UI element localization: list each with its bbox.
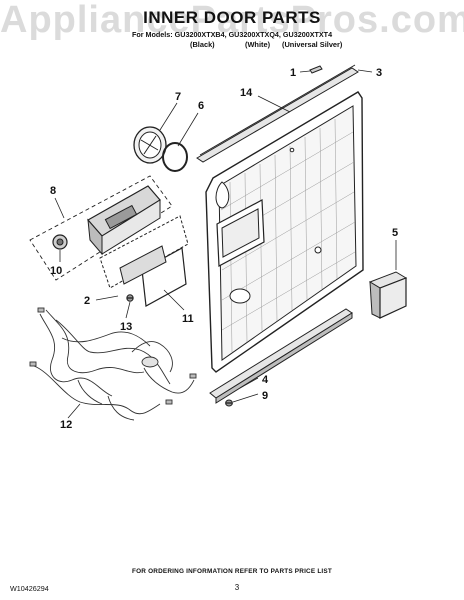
part-4-bottom-strip (209, 308, 353, 404)
callout-11: 11 (182, 313, 194, 325)
part-12-wire-harness (29, 307, 197, 421)
callout-8: 8 (50, 185, 56, 197)
ordering-note: FOR ORDERING INFORMATION REFER TO PARTS … (132, 568, 332, 575)
color-label-silver: (Universal Silver) (282, 40, 343, 49)
callout-10: 10 (50, 265, 62, 277)
part-11-panel (99, 215, 189, 307)
callout-3: 3 (376, 67, 382, 79)
part-6-ring-gasket (162, 142, 188, 172)
model-list: For Models: GU3200XTXB4, GU3200XTXQ4, GU… (131, 30, 333, 39)
callout-13: 13 (120, 321, 132, 333)
callout-14: 14 (240, 87, 253, 99)
part-14-inner-door (205, 91, 364, 373)
part-5-side-bracket (368, 271, 408, 319)
callout-4: 4 (262, 374, 269, 386)
leader-lines (54, 69, 397, 419)
callout-7: 7 (175, 91, 181, 103)
page-number: 3 (234, 583, 240, 592)
part-10-knob (52, 234, 68, 250)
part-1-clip (309, 65, 323, 74)
callout-9: 9 (262, 390, 268, 402)
part-13-screw (126, 294, 134, 302)
color-label-white: (White) (245, 40, 271, 49)
callout-numbers: 1 2 3 4 5 6 7 8 9 10 11 12 13 14 (50, 67, 398, 431)
callout-6: 6 (198, 100, 204, 112)
callout-12: 12 (60, 419, 72, 431)
callout-1: 1 (290, 67, 296, 79)
page-title: INNER DOOR PARTS (143, 8, 321, 27)
callout-5: 5 (392, 227, 398, 239)
color-label-black: (Black) (190, 40, 215, 49)
callout-2: 2 (84, 295, 90, 307)
part-8-dispenser (87, 185, 161, 256)
part-9-screw (225, 399, 233, 407)
part-3-top-strip (196, 64, 359, 163)
document-number: W10426294 (10, 584, 49, 593)
part-7-round-cover (133, 126, 167, 164)
